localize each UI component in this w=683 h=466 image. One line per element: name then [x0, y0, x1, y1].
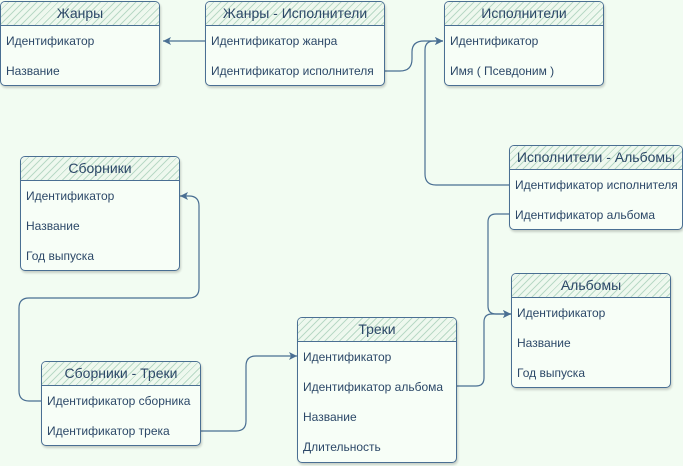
field-artist-albums-album-id: Идентификатор альбома [515, 208, 656, 222]
entity-tracks[interactable]: Треки Идентификатор Идентификатор альбом… [297, 317, 457, 463]
entity-albums[interactable]: Альбомы Идентификатор Название Год выпус… [511, 273, 671, 388]
field-album-name: Название [517, 336, 571, 350]
entity-genre-artists[interactable]: Жанры - Исполнители Идентификатор жанра … [205, 1, 385, 86]
field-genre-artists-genre-id: Идентификатор жанра [211, 34, 338, 48]
entity-artists[interactable]: Исполнители Идентификатор Имя ( Псевдони… [444, 1, 604, 86]
field-collection-year: Год выпуска [26, 249, 94, 263]
link-track-id-to-tracks [200, 352, 297, 432]
link-artist-albums-to-artists [424, 37, 510, 186]
entity-collections[interactable]: Сборники Идентификатор Название Год выпу… [20, 156, 180, 271]
field-collection-tracks-track-id: Идентификатор трека [47, 424, 170, 438]
field-track-id: Идентификатор [303, 350, 392, 364]
field-track-album-id: Идентификатор альбома [303, 380, 444, 394]
field-genre-artists-artist-id: Идентификатор исполнителя [211, 64, 374, 78]
field-track-duration: Длительность [303, 440, 381, 454]
link-album-id-to-albums [487, 213, 511, 318]
field-collection-name: Название [26, 219, 80, 233]
field-genre-id: Идентификатор [6, 34, 95, 48]
entity-artist-albums[interactable]: Исполнители - Альбомы Идентификатор испо… [509, 145, 683, 230]
field-track-name: Название [303, 410, 357, 424]
entity-collections-title: Сборники [21, 157, 179, 181]
field-artist-name: Имя ( Псевдоним ) [450, 64, 555, 78]
field-album-id: Идентификатор [517, 306, 606, 320]
field-genre-name: Название [6, 64, 60, 78]
field-artist-id: Идентификатор [450, 34, 539, 48]
field-collection-id: Идентификатор [26, 189, 115, 203]
entity-genre-artists-title: Жанры - Исполнители [206, 2, 384, 26]
entity-albums-title: Альбомы [512, 274, 670, 298]
entity-genres-title: Жанры [1, 2, 159, 26]
field-collection-tracks-collection-id: Идентификатор сборника [47, 394, 191, 408]
entity-artists-title: Исполнители [445, 2, 603, 26]
entity-collection-tracks[interactable]: Сборники - Треки Идентификатор сборника … [41, 361, 201, 446]
link-collection-id-to-collections [18, 192, 200, 402]
entity-tracks-title: Треки [298, 318, 456, 342]
field-album-year: Год выпуска [517, 366, 585, 380]
entity-collection-tracks-title: Сборники - Треки [42, 362, 200, 386]
link-artist-id-to-artists [384, 37, 443, 72]
link-track-album-to-albums [456, 310, 511, 387]
field-artist-albums-artist-id: Идентификатор исполнителя [515, 178, 678, 192]
entity-artist-albums-title: Исполнители - Альбомы [510, 146, 682, 170]
entity-genres[interactable]: Жанры Идентификатор Название [0, 1, 160, 86]
